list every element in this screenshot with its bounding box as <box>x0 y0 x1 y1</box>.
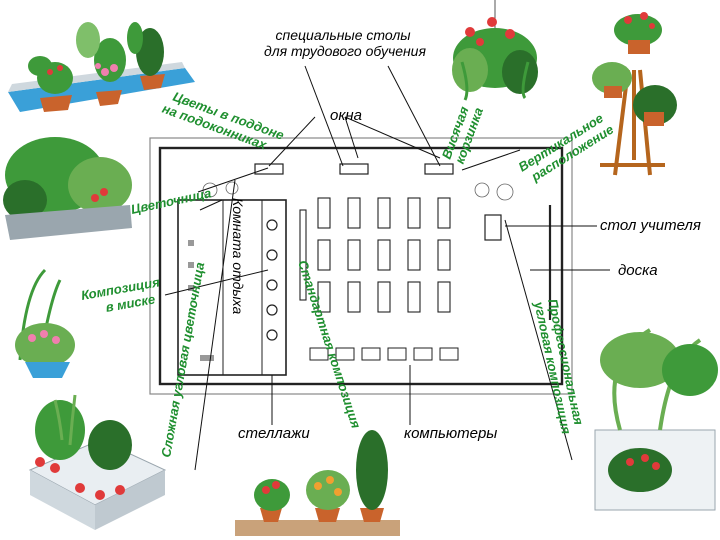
room-inner-wall <box>158 146 564 386</box>
teacher-table-shape <box>484 214 502 241</box>
label-teacher-table: стол учителя <box>600 217 701 234</box>
label-rest-room: Комната отдыха <box>230 198 246 314</box>
rest-room-furniture <box>188 240 214 361</box>
label-windows: окна <box>330 107 362 124</box>
tray-plants-illustration <box>8 22 195 112</box>
flower-bed-illustration <box>3 137 132 240</box>
vertical-stand-illustration <box>592 12 677 176</box>
shelf-plants-illustration <box>235 430 400 536</box>
label-computers: компьютеры <box>404 425 497 442</box>
shelf-pots <box>266 219 278 341</box>
label-shelves: стеллажи <box>238 425 310 442</box>
pointer-lines <box>164 65 610 471</box>
floor-plan <box>149 137 573 395</box>
label-professional-composition: Профессиональная угловая композиция <box>531 297 588 436</box>
bowl-composition-illustration <box>15 268 75 378</box>
professional-composition-illustration <box>594 328 718 511</box>
windows-top <box>254 163 454 175</box>
label-hanging-basket: Висячая корзинка <box>439 101 486 166</box>
label-composition-in-bowl: Композиция в миске <box>80 274 167 319</box>
computers-row <box>309 347 459 361</box>
label-special-tables: специальные столы для трудового обучения <box>264 27 426 59</box>
label-board: доска <box>618 262 658 279</box>
plan-plants <box>202 181 514 201</box>
hanging-basket-illustration <box>452 0 538 101</box>
corner-bed-illustration <box>28 394 167 530</box>
desks-grid <box>299 197 451 313</box>
label-flower-bed: Цветочница <box>130 185 213 217</box>
plain-labels: специальные столы для трудового обучения… <box>230 27 701 442</box>
room-outline <box>149 137 573 395</box>
